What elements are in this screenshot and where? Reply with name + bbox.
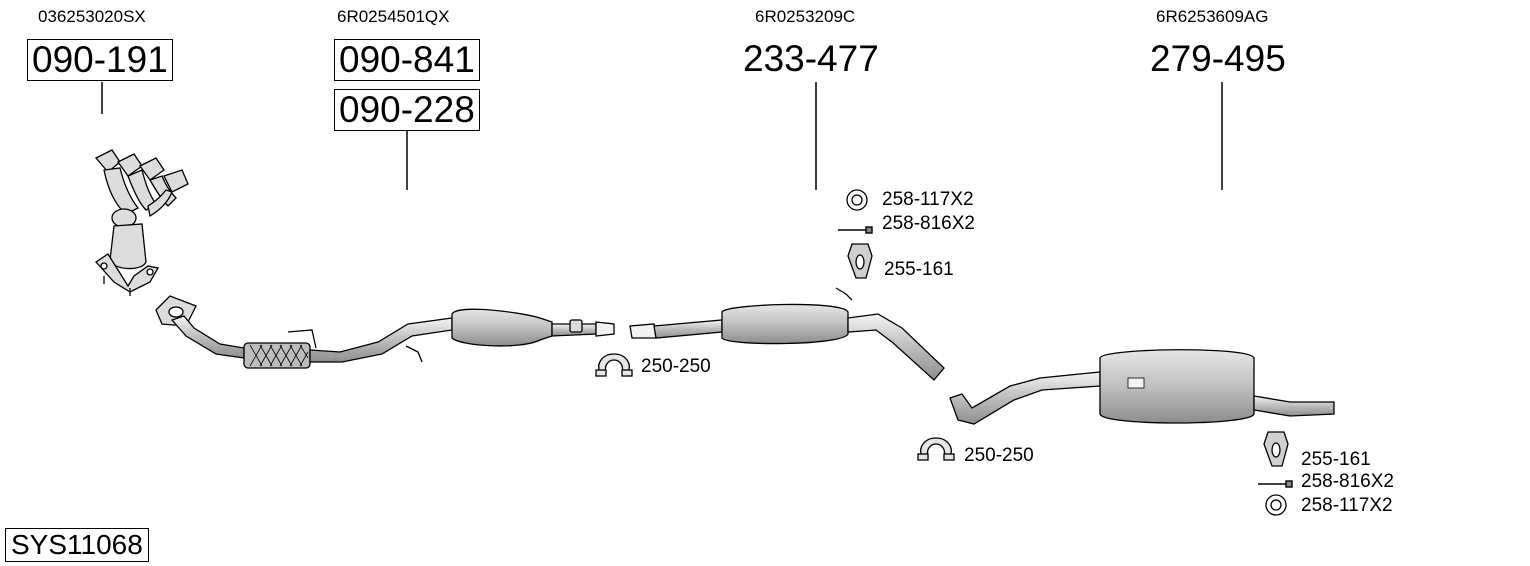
part-number-middle-silencer[interactable]: 233-477 (743, 38, 879, 79)
part-number-front-pipe-alt[interactable]: 090-228 (334, 89, 480, 131)
oem-number-middle-silencer: 6R0253209C (755, 7, 856, 26)
accessory-bolt-rear[interactable]: 258-816X2 (1301, 471, 1394, 492)
accessory-hanger-rear[interactable]: 255-161 (1301, 449, 1371, 470)
hanger-icon (1263, 431, 1289, 467)
part-number-manifold[interactable]: 090-191 (27, 39, 173, 81)
leader-lines (101, 82, 1223, 190)
hanger-icon (847, 243, 873, 279)
part-number-rear-silencer[interactable]: 279-495 (1150, 38, 1286, 79)
accessory-clamp-front[interactable]: 250-250 (641, 356, 711, 377)
middle-silencer (629, 287, 945, 381)
ring-icon (1265, 494, 1287, 516)
part-number-front-pipe[interactable]: 090-841 (334, 39, 480, 81)
oem-number-front-pipe: 6R0254501QX (337, 7, 450, 26)
accessory-bolt-mid[interactable]: 258-816X2 (882, 213, 975, 234)
bolt-icon (1258, 480, 1293, 488)
clamp-icon (595, 353, 633, 377)
accessory-ring-rear[interactable]: 258-117X2 (1301, 495, 1393, 516)
accessory-ring-mid[interactable]: 258-117X2 (882, 189, 974, 210)
bolt-icon (838, 226, 873, 234)
clamp-icon (917, 437, 955, 461)
accessory-clamp-rear[interactable]: 250-250 (964, 445, 1034, 466)
system-code: SYS11068 (5, 528, 149, 562)
accessory-hanger-mid[interactable]: 255-161 (884, 259, 954, 280)
exhaust-manifold (94, 149, 189, 296)
oem-number-manifold: 036253020SX (38, 7, 146, 26)
oem-number-rear-silencer: 6R6253609AG (1156, 7, 1269, 26)
rear-silencer (949, 349, 1335, 425)
ring-icon (846, 189, 868, 211)
front-pipe (155, 295, 615, 369)
